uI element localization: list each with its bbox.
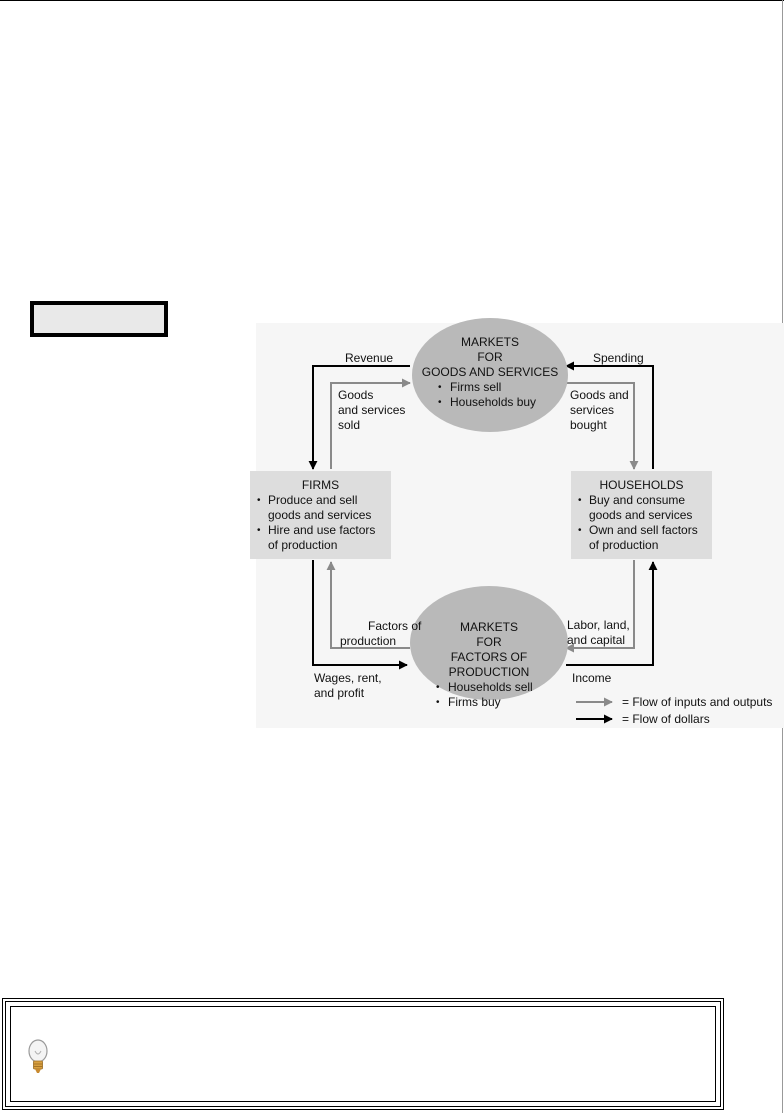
goods-market-bullet: Firms sell: [436, 380, 568, 395]
factors-market-title-line-1: MARKETS: [459, 620, 518, 634]
firms-bullet: Produce and sell goods and services: [254, 493, 387, 523]
income-label: Income: [572, 671, 612, 685]
goods-bought-label-line: Goods and: [570, 388, 629, 402]
factors-market-title-line-2: FOR: [476, 635, 502, 649]
firms-bullet: Hire and use factors of production: [254, 523, 387, 553]
wages-rent-profit-label: Wages, rent, and profit: [314, 671, 382, 701]
factors-market-bullet: Firms buy: [434, 695, 568, 710]
goods-sold-label-line: sold: [338, 418, 361, 432]
goods-market-title-line-2: FOR: [477, 350, 503, 364]
wages-label-line: Wages, rent,: [314, 671, 382, 685]
firms-title: FIRMS: [301, 478, 340, 492]
households-title: HOUSEHOLDS: [599, 478, 684, 492]
goods-market-title-line-3: GOODS AND SERVICES: [421, 365, 559, 379]
tip-box-inner-border: [10, 1006, 716, 1102]
revenue-flow-arrow: [308, 365, 410, 470]
goods-bought-label-line: bought: [570, 418, 607, 432]
factors-label-line: Factors of: [368, 619, 422, 633]
goods-market-title-line-1: MARKETS: [460, 335, 519, 349]
legend-inputs-outputs: = Flow of inputs and outputs: [622, 695, 773, 709]
factors-label-line: production: [340, 634, 397, 648]
firms-bullet-line: of production: [268, 538, 338, 552]
goods-market-bullet: Households buy: [436, 395, 568, 410]
factors-of-production-label: Factors of production: [340, 619, 421, 649]
spending-flow-arrow: [565, 361, 654, 469]
goods-bought-label-line: services: [570, 403, 615, 417]
factors-market-bullet: Households sell: [434, 680, 568, 695]
goods-bought-flow-arrow: [566, 382, 639, 470]
goods-sold-label-line: and services: [338, 403, 406, 417]
wages-label-line: and profit: [314, 686, 365, 700]
households-bullet: Own and sell factors of production: [575, 523, 708, 553]
goods-sold-label-line: Goods: [338, 388, 374, 402]
labor-label-line: Labor, land,: [567, 618, 630, 632]
households-bullet: Buy and consume goods and services: [575, 493, 708, 523]
income-flow-arrow: [566, 561, 658, 666]
tip-box: [2, 998, 724, 1110]
lightbulb-icon: [28, 1039, 48, 1073]
households-box: HOUSEHOLDS Buy and consume goods and ser…: [571, 471, 712, 559]
labor-land-capital-label: Labor, land, and capital: [567, 618, 630, 648]
households-bullet-line: Own and sell factors: [589, 523, 698, 537]
factors-flow-arrow: [326, 561, 410, 649]
spending-label: Spending: [593, 351, 644, 365]
factors-market-oval: MARKETS FOR FACTORS OF PRODUCTION Househ…: [410, 586, 568, 710]
firms-bullet-line: Produce and sell: [268, 493, 358, 507]
labor-flow-arrow: [565, 560, 635, 653]
factors-market-title-line-3: FACTORS OF PRODUCTION: [448, 650, 530, 679]
top-rule: [0, 0, 784, 1]
legend-dollars: = Flow of dollars: [622, 712, 710, 726]
figure-label-box: [30, 301, 168, 337]
wages-flow-arrow: [312, 560, 408, 670]
goods-services-market-oval: MARKETS FOR GOODS AND SERVICES Firms sel…: [412, 318, 568, 432]
labor-label-line: and capital: [567, 633, 626, 647]
revenue-label: Revenue: [345, 351, 394, 365]
firms-bullet-line: goods and services: [268, 508, 372, 522]
households-bullet-line: Buy and consume: [589, 493, 686, 507]
firms-box: FIRMS Produce and sell goods and service…: [250, 471, 391, 559]
households-bullet-line: of production: [589, 538, 659, 552]
goods-sold-flow-arrow: [330, 378, 411, 469]
households-bullet-line: goods and services: [589, 508, 693, 522]
goods-bought-label: Goods and services bought: [570, 388, 629, 433]
firms-bullet-line: Hire and use factors: [268, 523, 376, 537]
goods-sold-label: Goods and services sold: [338, 388, 405, 433]
